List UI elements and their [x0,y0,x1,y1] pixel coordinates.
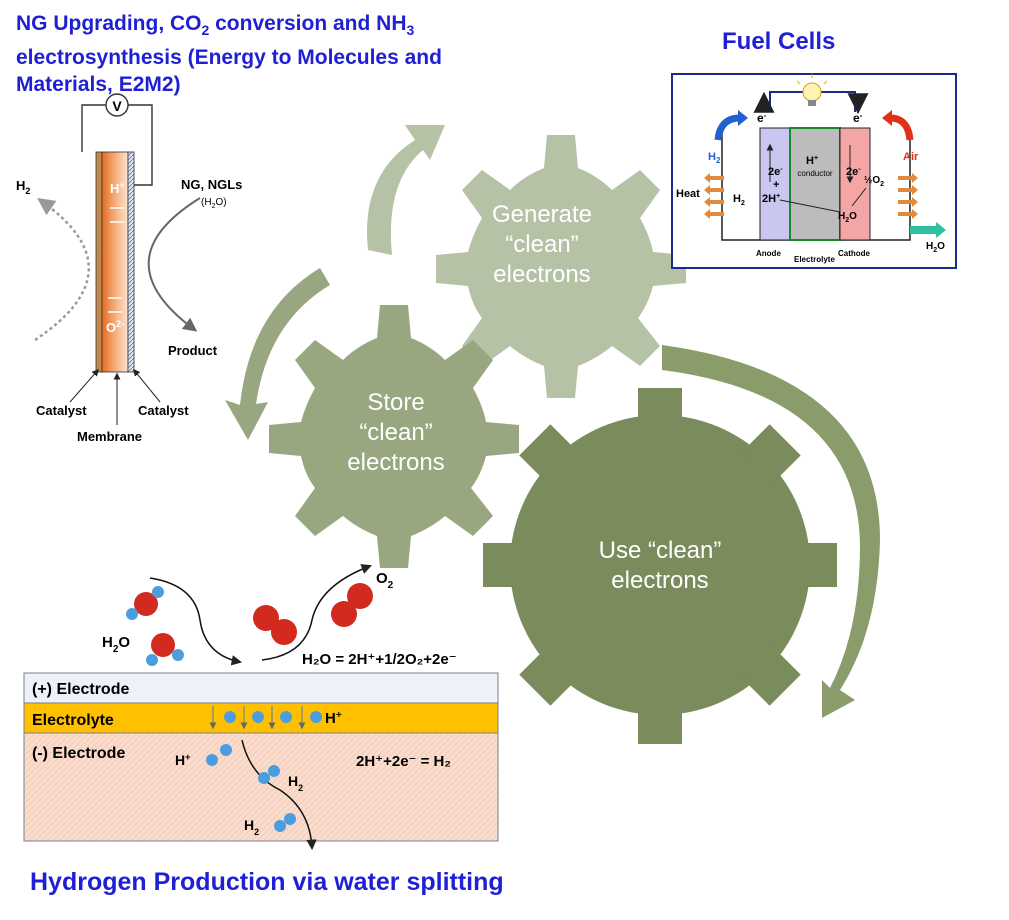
title-hydrogen-production: Hydrogen Production via water splitting [30,868,504,896]
membrane-catalyst-right: Catalyst [138,403,189,418]
title-ng-text-2: conversion and NH [209,12,407,35]
fc-air-label: Air [903,151,919,163]
gear-generate-line-2: “clean” [505,231,578,258]
fc-anode-label: Anode [756,249,781,258]
title-ng-upgrading: NG Upgrading, CO2 conversion and NH3 ele… [16,10,556,98]
membrane-label: Membrane [77,429,142,444]
fc-conductor: conductor [797,169,832,178]
cycle-arrow-left [225,268,330,440]
oxygen-molecule-icon-2 [331,583,373,627]
fc-h2-label: H2 [708,151,721,165]
fc-h-conductor: H+ [806,155,818,167]
membrane-h2-label: H2 [16,178,30,196]
gear-use-label: Use “clean” electrons [599,537,722,594]
gear-generate-label: Generate “clean” electrons [492,201,592,288]
fc-h2o-out: H2O [926,241,945,254]
membrane-hplus-label: H+ [110,180,125,196]
h2o-label: H2O [102,634,130,655]
h2-label-a: H2 [288,773,303,793]
gear-generate-line-1: Generate [492,201,592,228]
fc-e-right: e- [853,111,863,125]
gear-use [483,388,837,744]
title-fuel-cells: Fuel Cells [722,28,836,55]
gear-generate [436,135,686,398]
fc-2e-right: 2e- [846,166,861,178]
fc-e-left: e- [757,111,767,125]
membrane-catalyst-left: Catalyst [36,403,87,418]
gear-use-line-2: electrons [611,567,708,594]
hydrogen-molecule-icon-2 [274,813,296,832]
h2-label-b: H2 [244,817,259,837]
positive-electrode-layer [23,672,499,704]
cathode-reaction: 2H⁺+2e⁻ = H₂ [356,753,451,770]
fc-heat-label: Heat [676,188,700,200]
voltmeter-icon [105,93,129,117]
negative-electrode-label: (-) Electrode [32,745,125,762]
voltmeter-label: V [112,98,122,114]
fc-half-o2: ½O2 [864,175,884,188]
fc-electrolyte-label: Electrolyte [794,255,835,264]
water-molecule-icon-2 [146,633,184,666]
heat-arrows-left [704,173,724,219]
electrolyte-hplus: H+ [325,710,342,727]
positive-electrode-label: (+) Electrode [32,681,129,698]
heat-arrows-right [898,173,918,219]
h2-inlet-arrow [714,114,741,141]
anode-reaction: H₂O = 2H⁺+1/2O₂+2e⁻ [302,651,457,668]
gear-use-line-1: Use “clean” [599,537,722,564]
o2-label: O2 [376,570,394,591]
title-ng-text-1: NG Upgrading, CO [16,12,202,35]
fc-h2-anode: H2 [733,193,745,207]
electrolyte-label: Electrolyte [32,712,114,729]
membrane-product-label: Product [168,343,218,358]
membrane-h2o-label: (H2O) [201,197,227,210]
membrane-diagram: V H+ O2- H2 NG, NGLs (H2O) Product Catal… [16,93,242,444]
water-molecule-icon [126,586,164,620]
lightbulb-icon [796,74,828,106]
cathode-hplus: H+ [175,752,190,768]
fc-plus: + [773,179,779,191]
negative-electrode-layer [23,732,499,842]
title-ng-sub-1: 2 [201,22,210,39]
electrolysis-diagram: H2O O2 H₂O = 2H⁺+1/2O₂+2e⁻ (+) Electrode… [23,564,499,851]
proton-dots [224,711,322,723]
gear-store-line-3: electrons [347,449,444,476]
fc-2e-left: 2e- [768,166,783,178]
proton-arrows [209,706,306,730]
cycle-arrow-right [662,345,880,718]
fc-h2o-cathode: H2O [838,211,857,224]
title-ng-sub-2: 3 [406,22,415,39]
cycle-arrow-top [366,125,445,255]
membrane-o2minus-label: O2- [106,319,124,335]
gear-store-line-2: “clean” [359,419,432,446]
hydrogen-molecule-icon [258,765,280,784]
gear-store-line-1: Store [367,389,424,416]
fuel-cell-diagram: e- e- H2 Air Heat 2e- + H2 [671,73,957,269]
title-ng-text-4: Materials, E2M2) [16,73,181,97]
air-inlet-arrow [889,114,914,141]
gear-store-label: Store “clean” electrons [347,389,444,476]
water-outlet-arrow [910,222,946,238]
cathode-proton-dots [206,744,232,766]
title-ng-text-3: electrosynthesis (Energy to Molecules an… [16,46,442,70]
gear-generate-line-3: electrons [493,261,590,288]
gear-store [269,305,519,568]
fc-cathode-label: Cathode [838,249,871,258]
oxygen-molecule-icon [253,605,297,645]
membrane-ng-label: NG, NGLs [181,177,242,192]
fc-2hplus: 2H+ [762,193,780,205]
